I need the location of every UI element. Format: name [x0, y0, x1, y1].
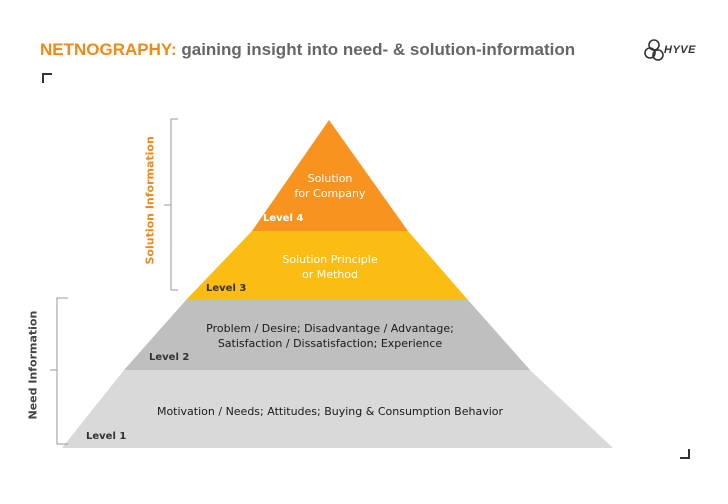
level-2-line-2: Satisfaction / Dissatisfaction; Experien…	[217, 337, 443, 350]
level-1-text: Motivation / Needs; Attitudes; Buying & …	[156, 405, 504, 418]
level-4-text: Solution for Company	[270, 171, 390, 201]
logo-text: HYVE	[664, 44, 696, 56]
pyramid-level-4-band	[252, 120, 408, 231]
level-3-text: Solution Principle or Method	[255, 252, 405, 282]
need-information-label: Need Information	[26, 310, 40, 420]
hyve-logo-icon	[644, 39, 664, 61]
level-2-line-1: Problem / Desire; Disadvantage / Advanta…	[206, 322, 454, 335]
level-2-text: Problem / Desire; Disadvantage / Advanta…	[180, 321, 480, 351]
pyramid-level-3-band	[186, 231, 468, 300]
corner-mark-bottom-right	[680, 449, 690, 459]
level-3-line-2: or Method	[301, 268, 358, 281]
need-bracket	[56, 297, 68, 445]
solution-information-label: Solution Information	[143, 136, 157, 265]
corner-mark-top-left	[42, 73, 52, 83]
level-4-label: Level 4	[263, 213, 304, 224]
title-rest: gaining insight into need- & solution-in…	[176, 40, 576, 59]
solution-bracket	[170, 118, 178, 291]
title-accent: NETNOGRAPHY:	[40, 40, 177, 59]
level-4-line-1: Solution	[307, 172, 353, 185]
slide-title: NETNOGRAPHY: gaining insight into need- …	[40, 40, 575, 60]
level-3-label-visible: Level 3	[206, 283, 247, 294]
level-1-label: Level 1	[86, 431, 127, 442]
pyramid-level-2-band	[124, 300, 530, 370]
pyramid-level-1-band	[62, 370, 613, 448]
level-2-label: Level 2	[149, 352, 190, 363]
level-4-line-2: for Company	[294, 187, 366, 200]
level-3-line-1: Solution Principle	[282, 253, 378, 266]
